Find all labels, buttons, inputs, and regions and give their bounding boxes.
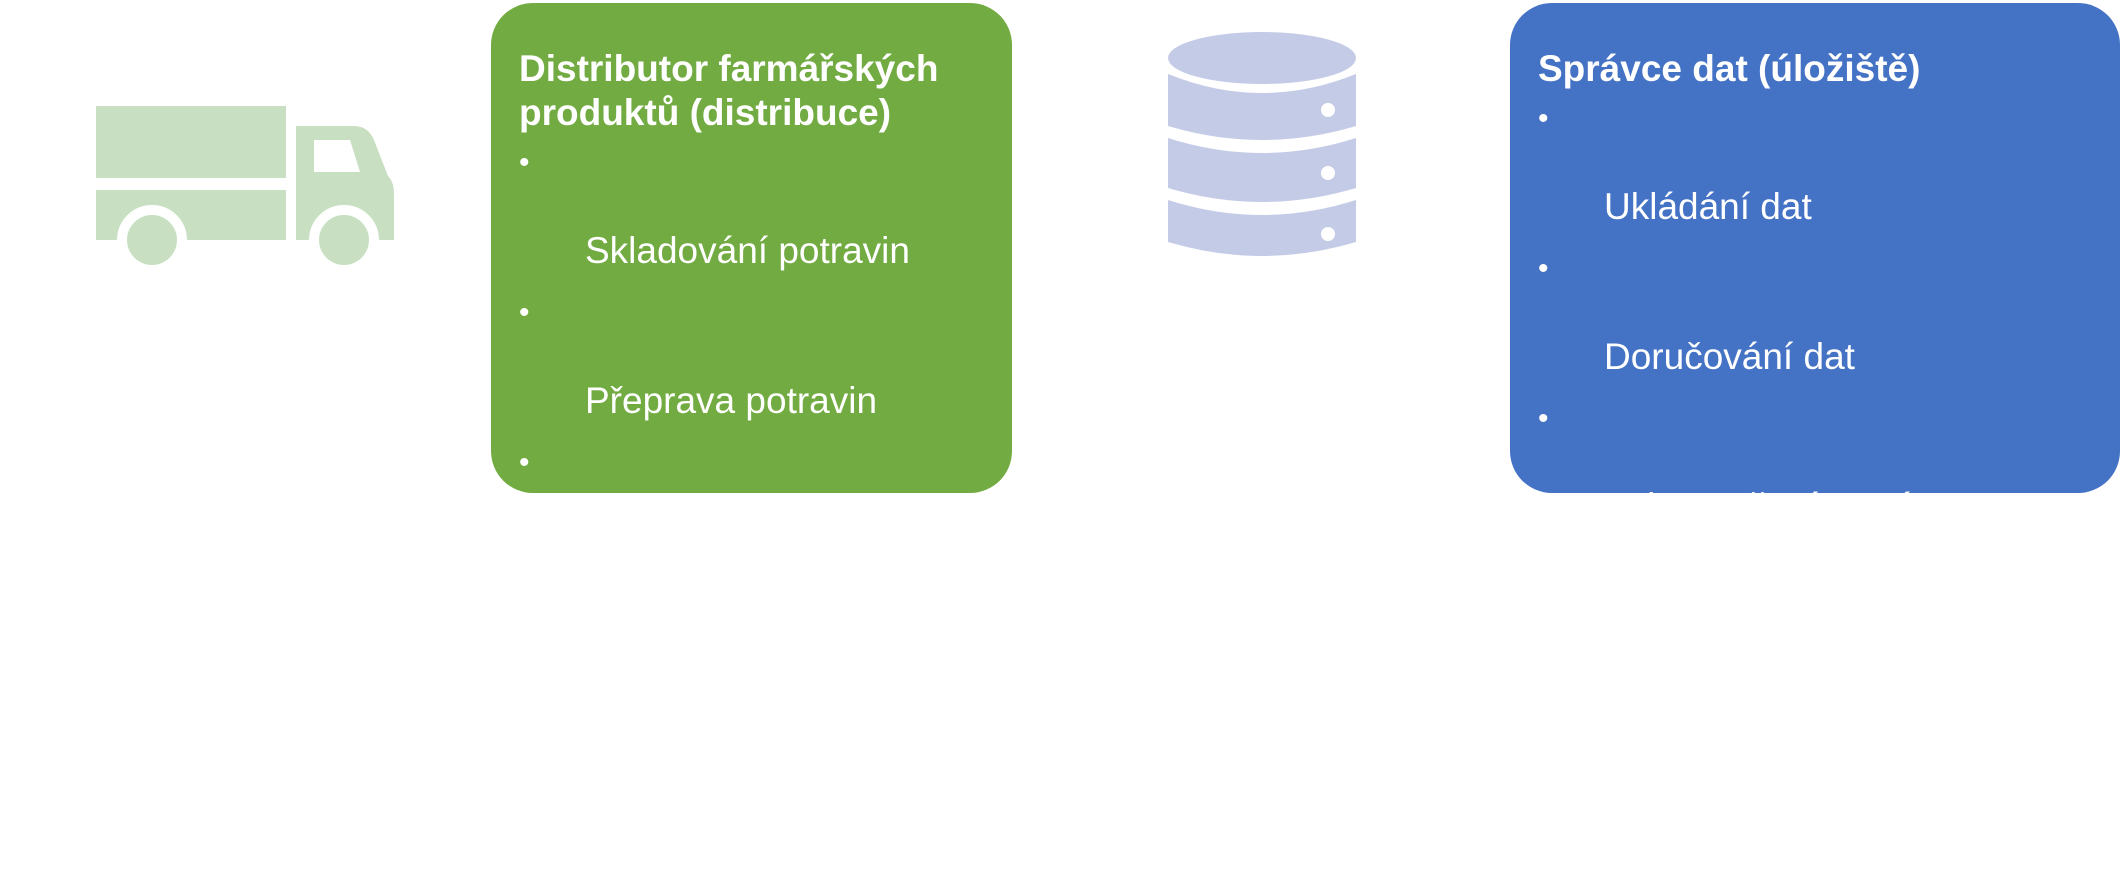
- item-label: Ukládání dat: [1604, 186, 1812, 227]
- truck-icon-svg: [96, 106, 394, 275]
- database-icon: [1166, 30, 1358, 270]
- item-label: Zabezpečení systému: [1604, 486, 1966, 527]
- truck-icon: [92, 100, 398, 275]
- bullet: •: [1538, 552, 1549, 585]
- bullet: •: [1538, 102, 1549, 135]
- data-admin-list: • Ukládání dat • Doručování dat • Zabezp…: [1538, 97, 2094, 873]
- item-label: Doručování dat: [1604, 336, 1855, 377]
- bullet: •: [1538, 252, 1549, 285]
- bullet: •: [1538, 702, 1549, 735]
- data-admin-panel: Správce dat (úložiště) • Ukládání dat • …: [1510, 3, 2120, 871]
- bullet: •: [1538, 402, 1549, 435]
- data-admin-item-security: • Zabezpečení systému: [1538, 397, 2094, 529]
- distributor-item-delivery: • Plynulé doručení: [519, 441, 986, 573]
- distributor-item-storage: • Skladování potravin: [519, 141, 986, 273]
- item-label: Přeprava potravin: [585, 380, 878, 421]
- item-label: Kontroly integrity dat: [1604, 636, 1942, 677]
- data-admin-title: Správce dat (úložiště): [1538, 48, 1921, 89]
- data-admin-item-servers: • Správa serverů, zálohování a sítí: [1538, 697, 2094, 873]
- distributor-item-transport: • Přeprava potravin: [519, 291, 986, 423]
- distributor-title: Distributor farmářských produktů (distri…: [519, 48, 939, 133]
- bullet: •: [519, 146, 530, 179]
- item-label: Prevence poškození: [585, 680, 921, 721]
- data-admin-item-storage: • Ukládání dat: [1538, 97, 2094, 229]
- bullet: •: [519, 296, 530, 329]
- item-label: Skladování potravin: [585, 230, 910, 271]
- item-label: Plynulé doručení: [585, 530, 861, 571]
- distributor-panel: Distributor farmářských produktů (distri…: [491, 3, 1012, 721]
- bullet: •: [519, 596, 530, 629]
- distributor-list: • Skladování potravin • Přeprava potravi…: [519, 141, 986, 723]
- distributor-item-damage-prevention: • Prevence poškození: [519, 591, 986, 723]
- bullet: •: [519, 446, 530, 479]
- database-icon-svg: [1168, 32, 1356, 256]
- data-admin-item-integrity: • Kontroly integrity dat: [1538, 547, 2094, 679]
- item-label: Správa serverů, zálohování a sítí: [1604, 786, 1874, 871]
- data-admin-item-delivery: • Doručování dat: [1538, 247, 2094, 379]
